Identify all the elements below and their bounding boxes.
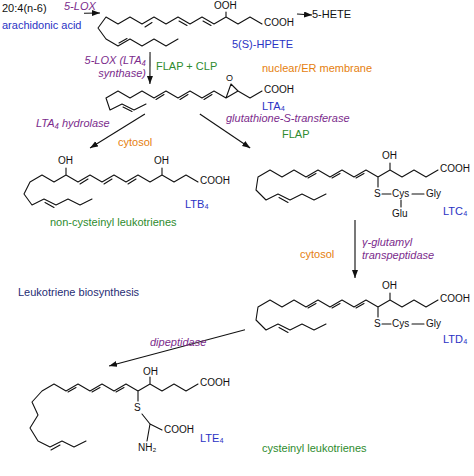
atom-label: S bbox=[134, 402, 141, 414]
atom-label: Cys bbox=[392, 188, 409, 200]
diagram-title: Leukotriene biosynthesis bbox=[18, 286, 139, 299]
lta4-skeleton bbox=[106, 84, 262, 112]
reaction-arrow bbox=[297, 13, 312, 15]
atom-label: OH bbox=[58, 155, 73, 167]
ltb4-skeleton bbox=[24, 168, 198, 208]
atom-label: O bbox=[226, 73, 233, 83]
compound-name: 5(S)-HPETE bbox=[232, 38, 293, 51]
compound-name: arachidonic acid bbox=[2, 19, 82, 32]
molecule-node: 5-HETE bbox=[312, 6, 356, 24]
ltc4-skeleton bbox=[256, 163, 438, 207]
enzyme-label: 5-LOX bbox=[64, 0, 96, 13]
atom-label: Cys bbox=[392, 318, 409, 330]
enzyme-label: LTA₄ hydrolase bbox=[36, 117, 110, 130]
atom-label: OH bbox=[382, 150, 397, 162]
class-label: non-cysteinyl leukotrienes bbox=[50, 216, 177, 229]
atom-label: COOH bbox=[264, 84, 294, 96]
atom-label: Gly bbox=[426, 318, 441, 330]
compound-name: LTD₄ bbox=[443, 333, 467, 346]
molecule-node: LTC₄ bbox=[248, 148, 470, 220]
compound-name: 20:4(n-6) bbox=[2, 2, 47, 15]
reaction-arrow bbox=[149, 52, 150, 84]
location-label: cytosol bbox=[118, 136, 152, 149]
atom-label: Glu bbox=[392, 208, 408, 220]
location-label: nuclear/ER membrane bbox=[262, 62, 372, 75]
atom-label: COOH bbox=[200, 377, 230, 389]
atom-label: NH₂ bbox=[138, 442, 156, 454]
atom-label: COOH bbox=[200, 175, 230, 187]
ltd4-skeleton bbox=[256, 293, 438, 333]
compound-name: LTA₄ bbox=[262, 100, 285, 113]
compound-name: LTB₄ bbox=[185, 198, 209, 211]
compound-name: 5-HETE bbox=[312, 8, 351, 21]
enzyme-label: 5-LOX (LTA₄ synthase) bbox=[58, 54, 146, 79]
molecule-node: LTD₄ bbox=[245, 278, 470, 346]
reaction-arrow bbox=[109, 330, 245, 366]
enzyme-label: glutathione-S-transferase bbox=[226, 112, 350, 125]
atom-label: OH bbox=[382, 280, 397, 292]
atom-label: OOH bbox=[214, 0, 237, 12]
reaction-arrow bbox=[84, 12, 100, 13]
atom-label: COOH bbox=[164, 424, 194, 436]
compound-name: LTC₄ bbox=[443, 205, 467, 218]
atom-label: OH bbox=[154, 155, 169, 167]
protein-label: FLAP + CLP bbox=[156, 60, 217, 73]
atom-label: COOH bbox=[440, 293, 470, 305]
compound-name: LTE₄ bbox=[200, 432, 224, 445]
enzyme-label: γ-glutamyl transpeptidase bbox=[362, 236, 462, 261]
atom-label: Gly bbox=[426, 188, 441, 200]
location-label: cytosol bbox=[300, 248, 334, 261]
atom-label: OH bbox=[143, 366, 158, 378]
atom-label: COOH bbox=[440, 163, 470, 175]
enzyme-label: dipeptidase bbox=[150, 336, 206, 349]
class-label: cysteinyl leukotrienes bbox=[262, 442, 367, 455]
reaction-arrow bbox=[354, 220, 355, 278]
molecule-node: LTB₄ bbox=[8, 148, 228, 214]
atom-label: COOH bbox=[264, 17, 294, 29]
molecule-node: LTA₄ bbox=[100, 84, 292, 114]
protein-label: FLAP bbox=[282, 128, 310, 141]
atom-label: S bbox=[374, 188, 381, 200]
lte4-skeleton bbox=[30, 377, 198, 450]
atom-label: S bbox=[374, 318, 381, 330]
